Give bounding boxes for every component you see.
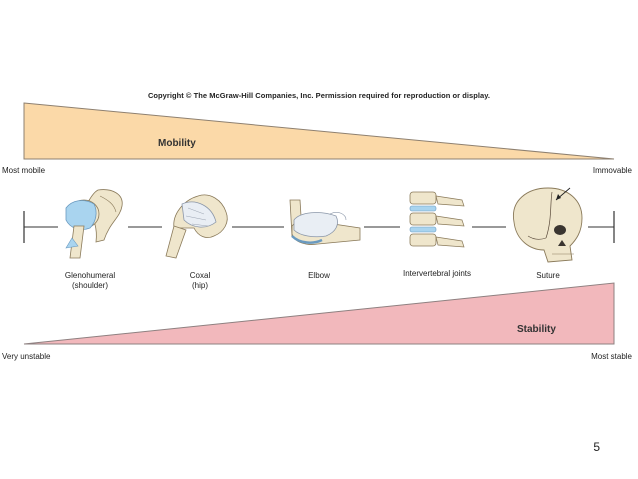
stability-wedge: [23, 282, 615, 345]
very-unstable-label: Very unstable: [2, 352, 51, 361]
joint-name: Suture: [536, 271, 560, 280]
joint-label-hip: Coxal (hip): [145, 271, 255, 291]
immovable-label: Immovable: [592, 166, 632, 175]
page-number: 5: [593, 440, 600, 454]
joint-label-elbow: Elbow: [264, 271, 374, 281]
joint-subtitle: (shoulder): [71, 281, 108, 290]
joint-label-intervertebral: Intervertebral joints: [382, 269, 492, 279]
joint-label-shoulder: Glenohumeral (shoulder): [35, 271, 145, 291]
joint-name: Coxal: [189, 271, 211, 280]
intervertebral-joints-illustration: [400, 186, 472, 256]
hip-joint-illustration: [162, 190, 232, 259]
joint-name: Intervertebral joints: [402, 269, 472, 278]
joint-name: Elbow: [308, 271, 330, 280]
copyright-notice: Copyright © The McGraw-Hill Companies, I…: [147, 91, 491, 100]
skull-suture-illustration: [506, 184, 588, 263]
mobility-wedge: [23, 102, 615, 160]
joint-subtitle: (hip): [191, 281, 208, 290]
most-stable-label: Most stable: [591, 352, 632, 361]
elbow-joint-illustration: [284, 196, 364, 248]
mobility-label: Mobility: [158, 138, 196, 149]
shoulder-joint-illustration: [58, 189, 128, 259]
joint-label-suture: Suture: [493, 271, 603, 281]
joint-name: Glenohumeral: [64, 271, 116, 280]
stability-label: Stability: [517, 324, 556, 335]
most-mobile-label: Most mobile: [2, 166, 46, 175]
